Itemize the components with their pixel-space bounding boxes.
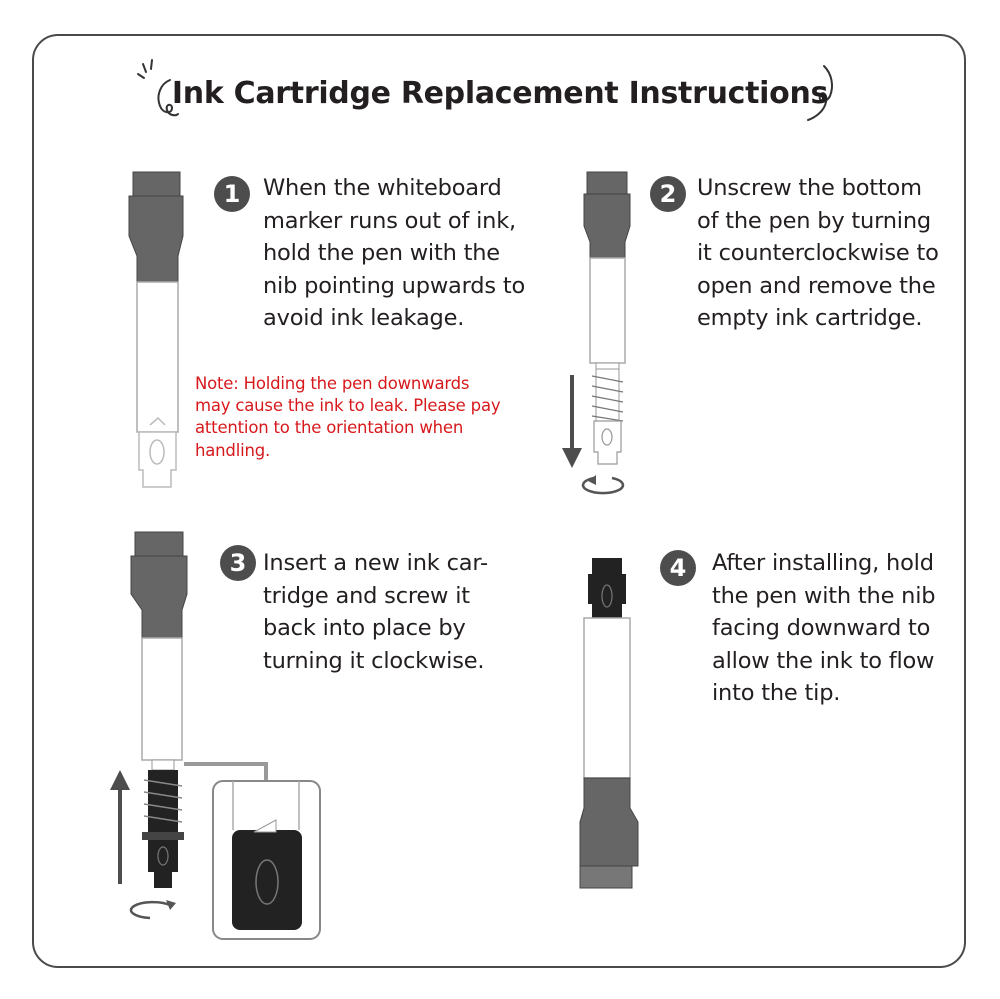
orientation-note: Note: Holding the pen downwards may caus… (195, 373, 501, 462)
clockwise-rotation-icon (129, 900, 176, 920)
step-2-line: open and remove the (697, 272, 936, 299)
step-1-line: nib pointing upwards to (263, 272, 526, 299)
step-3-number-badge: 3 (220, 545, 256, 581)
step-3-line: Insert a new ink car- (263, 550, 488, 576)
step-2-line: Unscrew the bottom (697, 175, 922, 201)
step-1-line: avoid ink leakage. (263, 305, 465, 331)
step-1-line: When the whiteboard (263, 175, 502, 201)
step-4-line: into the tip. (712, 680, 841, 706)
instruction-card (32, 34, 966, 968)
step-2-number-badge: 2 (650, 176, 686, 212)
pen-2-illustration (562, 171, 631, 468)
step-3-line: tridge and screw it (263, 582, 470, 609)
pen-1-illustration (128, 171, 184, 488)
title-right-swirl-icon (807, 65, 833, 121)
step-1-number-badge: 1 (214, 176, 250, 212)
step-1-line: hold the pen with the (263, 240, 500, 266)
step-3-line: back into place by (263, 615, 466, 641)
page-title: Ink Cartridge Replacement Instructions (171, 76, 829, 111)
note-line: may cause the ink to leak. Please pay (195, 396, 501, 416)
step-4-line: allow the ink to flow (712, 647, 935, 674)
step-1-line: marker runs out of ink, (263, 207, 517, 234)
pen-3-illustration (110, 531, 188, 888)
step-4-text: After installing, hold the pen with the … (712, 547, 936, 710)
cartridge-detail-inset (212, 780, 321, 940)
step-4-number-badge: 4 (660, 550, 696, 586)
step-2-line: empty ink cartridge. (697, 305, 923, 331)
step-3-text: Insert a new ink car- tridge and screw i… (263, 547, 488, 677)
pen-4-illustration (579, 558, 639, 889)
step-4-line: the pen with the nib (712, 582, 936, 609)
title-sparkle-icon (137, 59, 153, 79)
step-2-text: Unscrew the bottom of the pen by turning… (697, 172, 939, 335)
title-left-swirl-icon (157, 79, 179, 117)
step-2-line: of the pen by turning (697, 207, 931, 234)
step-3-line: turning it clockwise. (263, 647, 485, 674)
note-line: attention to the orientation when (195, 418, 464, 438)
step-2-line: it counterclockwise to (697, 240, 939, 266)
step-4-line: After installing, hold (712, 550, 934, 576)
counterclockwise-rotation-icon (581, 475, 625, 495)
note-line: handling. (195, 440, 271, 460)
step-1-text: When the whiteboard marker runs out of i… (263, 172, 525, 335)
note-line: Note: Holding the pen downwards (195, 374, 470, 393)
step-4-line: facing downward to (712, 615, 931, 641)
